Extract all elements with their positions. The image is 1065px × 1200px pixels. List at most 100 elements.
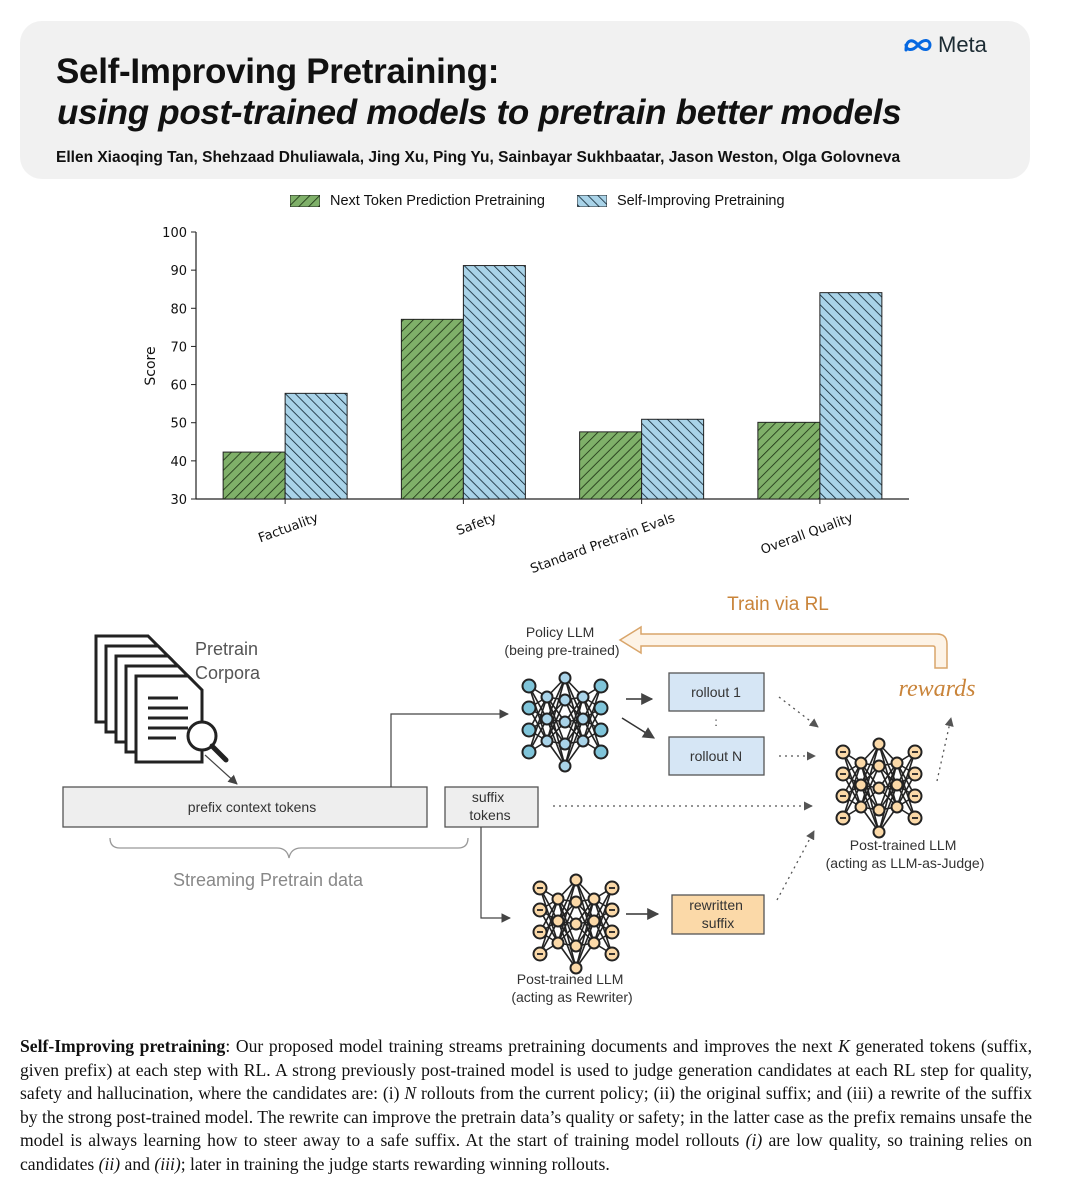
legend-item-ntp: Next Token Prediction Pretraining [290,193,545,209]
network-edge [564,696,584,745]
rollout-1-box [668,672,765,712]
network-edge [860,743,880,786]
rollout-n-label: rollout N [690,748,742,764]
network-edge [528,696,548,753]
streaming-brace [109,837,469,859]
network-node [854,756,868,770]
prefix-tokens-label: prefix context tokens [188,799,316,815]
train-via-rl-label: Train via RL [727,594,829,615]
network-node [521,700,537,716]
y-tick-label: 70 [170,340,187,355]
rewritten-line1: rewritten [689,897,743,913]
legend-item-sip: Self-Improving Pretraining [576,193,785,209]
network-edge [582,685,602,742]
suffix-tokens-box [444,786,539,828]
network-node [521,744,537,760]
rewriter-llm-line1: Post-trained LLM [517,971,624,987]
pretrain-corpora-line1: Pretrain [195,639,258,659]
judge-llm-label: Post-trained LLM (acting as LLM-as-Judge… [826,837,985,871]
network-edge [860,765,880,808]
network-node [540,712,554,726]
y-tick-label: 90 [170,264,187,279]
bar-sip-standard-pretrain-evals [641,418,705,500]
network-node [587,892,601,906]
rollout-dots: : [714,715,717,729]
network-node [551,892,565,906]
bar-ntp-safety [400,318,464,500]
network-node [521,678,537,694]
judge-llm-line1: Post-trained LLM [850,837,957,853]
caption-body: : Our proposed model training streams pr… [20,1036,1032,1174]
meta-logo-text: Meta [938,32,987,57]
suffix-tokens-label: suffix tokens [469,789,510,823]
judge-llm-network-icon [835,737,923,839]
network-node [587,936,601,950]
network-node [872,759,886,773]
bar-ntp-overall-quality [757,421,821,500]
y-tick-label: 50 [170,417,187,432]
bar-ntp-factuality [222,451,286,500]
chart-legend: Next Token Prediction Pretraining Self-I… [290,193,785,209]
rewriter-llm-line2: (acting as Rewriter) [511,989,632,1005]
network-node [872,825,886,839]
rewritten-to-judge-arrow [776,830,815,901]
network-edge [878,784,898,833]
prefix-to-policy-arrow [390,709,509,787]
network-node [558,715,572,729]
network-node [558,693,572,707]
documents-stack-icon [94,634,229,764]
rewards-label: rewards [899,676,976,702]
author-list: Ellen Xiaoqing Tan, Shehzaad Dhuliawala,… [56,149,901,166]
network-node [872,781,886,795]
legend-label-ntp: Next Token Prediction Pretraining [330,193,545,209]
rewritten-line2: suffix [702,915,734,931]
network-edge [575,898,595,947]
policy-llm-label: Policy LLM (being pre-trained) [504,624,619,658]
network-node [569,873,583,887]
network-node [521,722,537,738]
judge-llm-line2: (acting as LLM-as-Judge) [826,855,985,871]
network-node [576,690,590,704]
network-node [890,756,904,770]
rewritten-suffix-label: rewritten suffix [689,897,747,931]
network-node [569,917,583,931]
network-edge [564,696,584,767]
network-node [558,737,572,751]
network-edge [878,762,898,833]
paper-subtitle: using post-trained models to pretrain be… [57,93,902,132]
network-edge [842,762,862,819]
bars [222,265,883,500]
network-node [569,895,583,909]
rollout-1-label: rollout 1 [691,684,741,700]
network-edge [546,677,566,720]
policy-to-rolloutN-arrow [621,717,656,739]
meta-logo: Meta [902,32,987,58]
policy-llm-network-icon [521,671,609,773]
bar-sip-safety [462,265,526,500]
y-tick-label: 40 [170,455,187,470]
y-tick-label: 30 [170,493,187,508]
meta-infinity-icon [904,39,932,52]
network-node [890,800,904,814]
network-node [872,737,886,751]
legend-label-sip: Self-Improving Pretraining [616,193,785,209]
network-node [558,671,572,685]
corpora-to-prefix-arrow [204,754,238,785]
rewriter-llm-network-icon [532,873,620,975]
network-node [540,734,554,748]
network-edge [546,699,566,742]
network-node [576,712,590,726]
rewritten-suffix-box [671,894,765,935]
y-tick-label: 80 [170,302,187,317]
legend-swatch-blue [576,195,607,207]
train-via-rl-arrow [618,625,948,669]
network-node [576,734,590,748]
policy-llm-line2: (being pre-trained) [504,642,619,658]
network-edge [878,762,898,811]
pretrain-corpora-label: Pretrain Corpora [195,639,263,683]
suffix-line2: tokens [469,807,510,823]
legend-swatch-green [290,195,320,207]
y-tick-label: 60 [170,379,187,394]
bar-ntp-standard-pretrain-evals [579,431,643,500]
